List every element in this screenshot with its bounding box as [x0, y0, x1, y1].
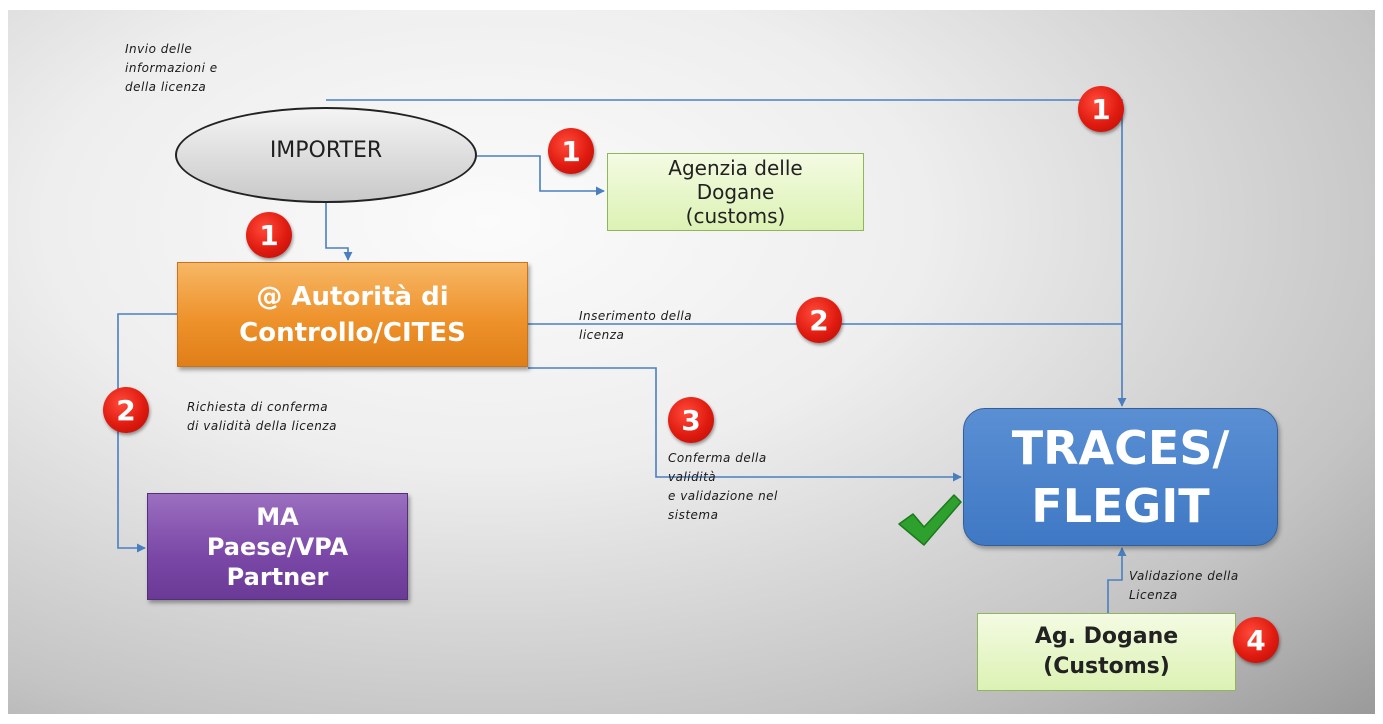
note-validazione: Validazione della Licenza — [1129, 569, 1239, 602]
note-richiesta: Richiesta di conferma di validità della … — [187, 400, 337, 433]
ag-dogane-node: Ag. Dogane (Customs) — [977, 613, 1236, 691]
connector-customs-to-traces — [1107, 547, 1127, 613]
step-badge-top: 1 — [1078, 86, 1124, 132]
note-inserimento: Inserimento della licenza — [579, 309, 693, 342]
note-conferma: Conferma della validità e validazione ne… — [668, 451, 778, 522]
agenzia-dogane-node: Agenzia delle Dogane (customs) — [607, 153, 864, 231]
step-badge-request: 2 — [103, 387, 149, 433]
step-badge-customs: 1 — [548, 128, 594, 174]
traces-flegit-node: TRACES/ FLEGIT — [963, 408, 1278, 546]
step-badge-insert: 2 — [796, 297, 842, 343]
connector-importer-to-authority — [325, 203, 353, 261]
note-invio: Invio delle informazioni e della licenza — [125, 42, 218, 94]
importer-node: IMPORTER — [175, 107, 477, 203]
checkmark-icon — [898, 494, 962, 546]
connector-importer-to-customs — [477, 155, 605, 196]
connector-authority-to-traces-confirm — [528, 367, 962, 482]
step-badge-authority: 1 — [246, 212, 292, 258]
step-badge-validate: 4 — [1233, 617, 1279, 663]
ma-partner-node: MA Paese/VPA Partner — [147, 493, 408, 600]
step-badge-confirm: 3 — [668, 397, 714, 443]
autorita-controllo-node: @ Autorità di Controllo/CITES — [177, 262, 528, 367]
